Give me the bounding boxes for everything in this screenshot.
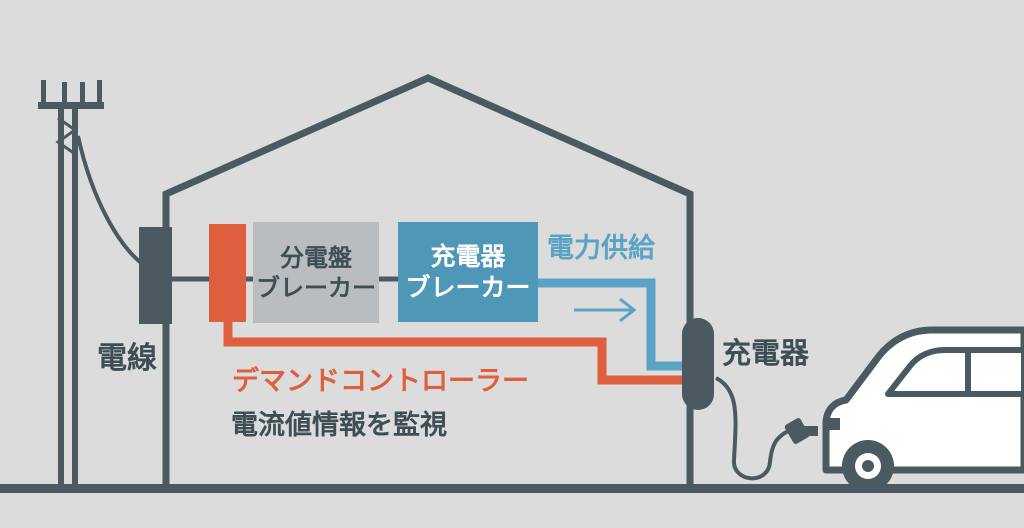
charger-label: 充電器	[722, 336, 810, 370]
arrow-right-icon	[574, 297, 637, 323]
panel-breaker-box	[253, 222, 379, 323]
charging-plug-icon	[784, 418, 818, 444]
house-outline-icon	[162, 74, 694, 486]
wire-label: 電線	[97, 341, 157, 376]
demand-controller-device	[209, 224, 246, 322]
demand-controller-label: デマンドコントローラー	[232, 366, 529, 397]
monitoring-label: 電流値情報を監視	[231, 410, 447, 441]
ground-line	[0, 484, 1024, 493]
panel-breaker-label: 分電盤 ブレーカー	[253, 222, 379, 323]
charger-breaker-line1: 充電器	[430, 241, 506, 271]
panel-breaker-line2: ブレーカー	[256, 273, 376, 302]
charger-breaker-line2: ブレーカー	[405, 273, 531, 302]
service-wire	[76, 135, 150, 270]
charger-breaker-box	[398, 222, 538, 322]
power-supply-label: 電力供給	[547, 233, 655, 264]
car-icon	[822, 326, 1024, 492]
power-supply-line	[538, 278, 692, 371]
charger-unit	[682, 318, 714, 410]
charger-breaker-label: 充電器 ブレーカー	[398, 222, 538, 322]
utility-pole-icon	[38, 80, 104, 486]
demand-signal-line	[223, 322, 690, 385]
panel-breaker-line1: 分電盤	[280, 243, 352, 272]
charging-cable	[714, 376, 791, 481]
